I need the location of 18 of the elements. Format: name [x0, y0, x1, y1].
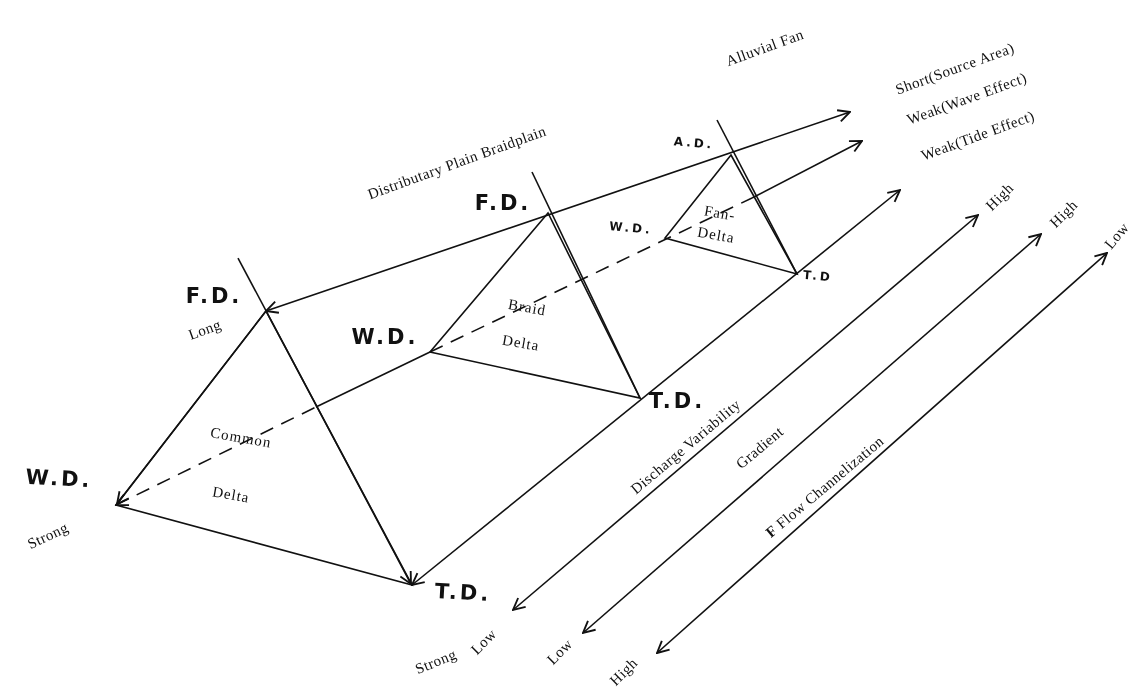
vertex-label: F.D.: [185, 285, 243, 307]
vertex-label: T.D.: [434, 581, 492, 605]
region-label: Fan-Delta: [695, 201, 738, 248]
axis-label: Strong: [25, 520, 71, 552]
vertex-label: T.D: [802, 268, 834, 284]
axis-label: Low: [544, 636, 576, 668]
vertex-label: W.D.: [608, 220, 654, 236]
vertex-label: W.D.: [25, 466, 93, 492]
vertex-label: F.D.: [474, 192, 532, 214]
axis-label: Long: [186, 317, 224, 343]
axis-label: Low: [468, 626, 500, 658]
region-label: Common Delta: [208, 423, 274, 508]
region-label: Braid Delta: [500, 295, 549, 356]
vertex-label: A.D.: [673, 135, 715, 151]
triangle-region: [116, 311, 412, 585]
triangle-region: [665, 155, 797, 274]
axis-label: Strong: [413, 647, 459, 677]
vertex-label: W.D.: [351, 326, 419, 348]
